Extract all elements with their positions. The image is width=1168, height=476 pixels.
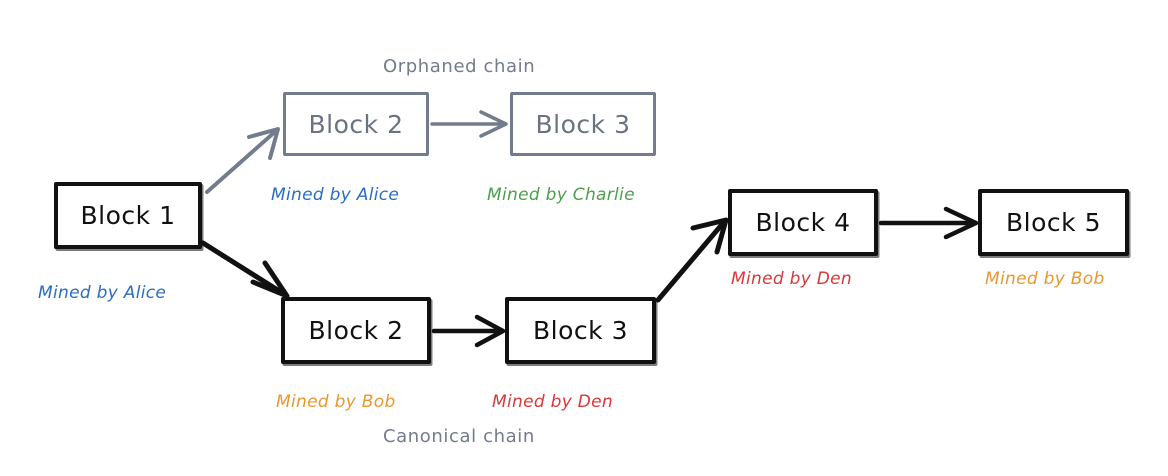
arrow-block2-to-block3 (431, 314, 506, 348)
arrow-block4-to-block5 (878, 206, 979, 240)
arrow-block3-to-block4 (655, 217, 729, 303)
orphaned-chain-caption: Orphaned chain (383, 56, 536, 77)
miner-label-orphan-block-3: Mined by Charlie (487, 185, 635, 205)
block-1[interactable]: Block 1 (54, 182, 202, 249)
miner-label-block-4: Mined by Den (731, 269, 852, 289)
miner-label-block-1: Mined by Alice (38, 283, 167, 303)
miner-label-block-3: Mined by Den (492, 392, 613, 412)
block-5[interactable]: Block 5 (978, 189, 1129, 256)
canonical-chain-caption: Canonical chain (383, 426, 535, 447)
block-3[interactable]: Block 3 (505, 297, 656, 364)
block-4[interactable]: Block 4 (728, 189, 878, 256)
miner-label-orphan-block-2: Mined by Alice (271, 185, 400, 205)
orphan-block-2[interactable]: Block 2 (283, 92, 429, 156)
arrow-block1-to-orphan-block2 (205, 127, 280, 194)
miner-label-block-2: Mined by Bob (276, 392, 396, 412)
orphan-block-3[interactable]: Block 3 (510, 92, 656, 156)
arrow-block1-to-block2 (200, 240, 290, 299)
block-2[interactable]: Block 2 (281, 297, 431, 364)
miner-label-block-5: Mined by Bob (985, 269, 1105, 289)
arrow-orphan-block2-to-orphan-block3 (430, 110, 508, 138)
